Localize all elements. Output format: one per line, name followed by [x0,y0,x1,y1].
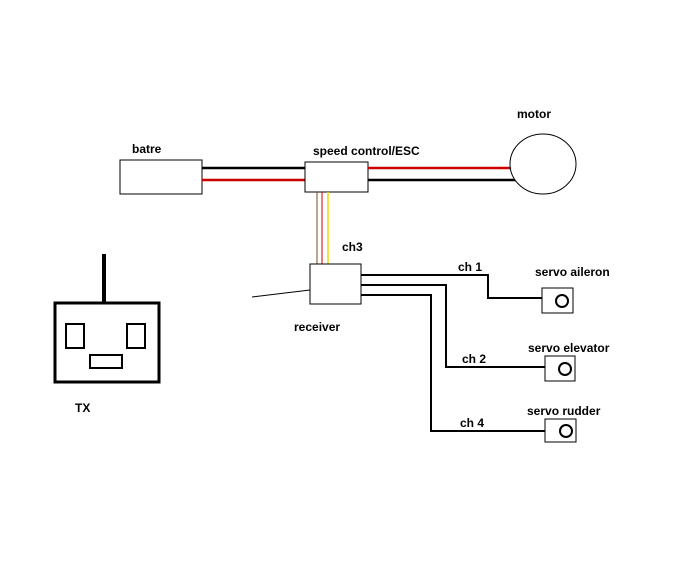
servo-aileron-horn [555,294,569,308]
tx-left-stick [65,323,85,349]
motor-circle [509,133,577,195]
receiver-label: receiver [294,320,340,334]
ch4-wire [361,294,545,432]
battery-box [119,159,203,195]
servo-aileron-label: servo aileron [535,265,610,279]
receiver-antenna [251,289,311,298]
ch1-label: ch 1 [458,260,482,274]
tx-switch [89,354,123,369]
servo-elevator-horn [558,362,572,376]
receiver-box [309,263,362,305]
ch2-wire [361,284,545,368]
motor-label: motor [517,107,551,121]
esc-label: speed control/ESC [313,144,420,158]
esc-box [304,161,369,193]
tx-right-stick [126,323,146,349]
servo-elevator-label: servo elevator [528,341,610,355]
ch2-label: ch 2 [462,352,486,366]
ch4-label: ch 4 [460,416,484,430]
servo-rudder-horn [559,424,573,438]
battery-label: batre [132,142,162,156]
ch1-wire [361,274,542,299]
tx-label: TX [75,401,90,415]
servo-rudder-label: servo rudder [527,404,601,418]
ch3-label: ch3 [342,240,363,254]
